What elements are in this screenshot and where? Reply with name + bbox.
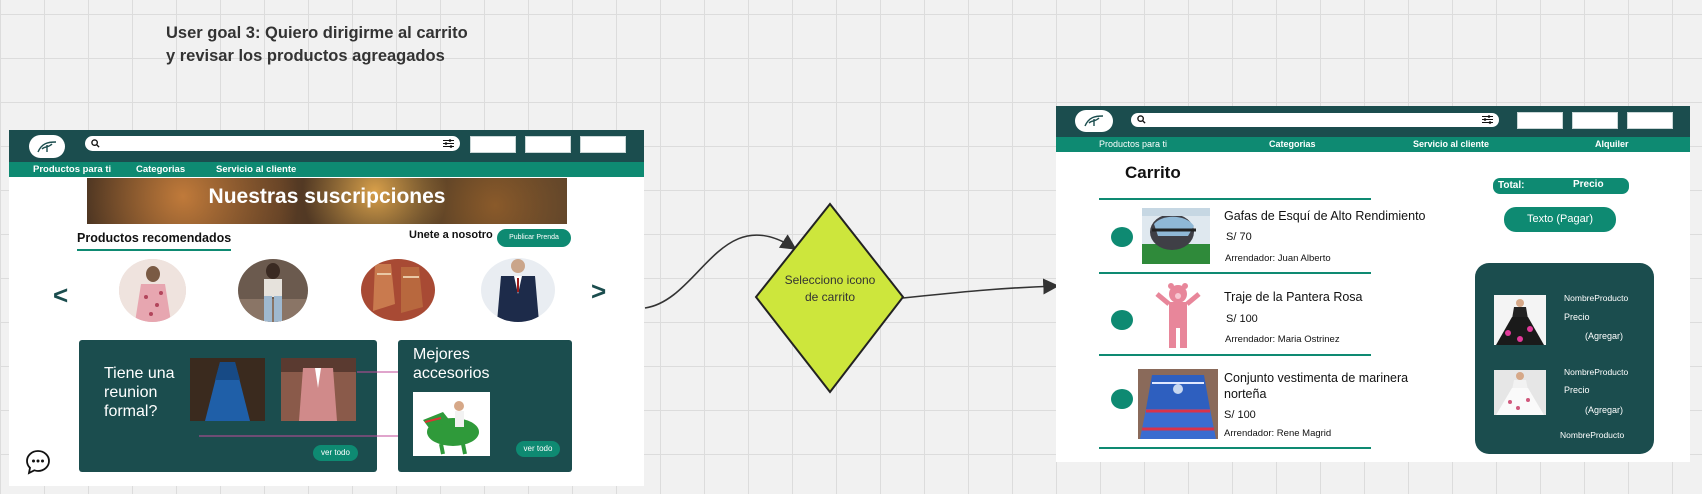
- item-price: S/ 70: [1226, 231, 1252, 243]
- item-select-toggle[interactable]: [1111, 310, 1133, 330]
- brand-logo[interactable]: [1075, 110, 1113, 132]
- item-price: S/ 100: [1224, 409, 1256, 421]
- filter-icon[interactable]: [443, 139, 454, 148]
- item-name: Gafas de Esquí de Alto Rendimiento: [1224, 209, 1426, 223]
- card-connector-lines: [199, 371, 417, 437]
- reco-dress-2-image[interactable]: [1494, 370, 1546, 415]
- item-divider: [1099, 198, 1371, 200]
- user-goal-line-1: User goal 3: Quiero dirigirme al carrito: [166, 24, 468, 42]
- home-screen: Productos para ti Categorias Servicio al…: [9, 130, 644, 486]
- subscriptions-banner[interactable]: Nuestras suscripciones: [87, 178, 567, 224]
- filter-icon[interactable]: [1482, 115, 1493, 124]
- nav-productos[interactable]: Productos para ti: [1099, 139, 1168, 149]
- banner-title: Nuestras suscripciones: [208, 185, 446, 208]
- nav-alquiler[interactable]: Alquiler: [1595, 139, 1629, 149]
- product-image-4[interactable]: [481, 258, 555, 322]
- logo-icon: [1084, 115, 1104, 127]
- cart-header: [1056, 106, 1690, 137]
- formal-card[interactable]: Tiene una reunion formal? ver todo: [79, 340, 377, 472]
- item-seller: Arrendador: Juan Alberto: [1225, 253, 1331, 264]
- reco-price-1: Precio: [1564, 312, 1590, 322]
- total-bar: Total: Precio: [1493, 178, 1629, 194]
- nav-servicio[interactable]: Servicio al cliente: [1413, 139, 1490, 149]
- header-button-1[interactable]: [470, 136, 516, 153]
- nav-servicio[interactable]: Servicio al cliente: [216, 164, 297, 175]
- reco-price-2: Precio: [1564, 385, 1590, 395]
- join-text: Unete a nosotro: [409, 229, 493, 241]
- accessories-card[interactable]: Mejores accesorios ver todo: [398, 340, 572, 472]
- header-button-3[interactable]: [1627, 112, 1673, 129]
- chat-button[interactable]: [22, 446, 54, 478]
- recommended-title: Productos recomendados: [77, 231, 232, 251]
- marinera-outfit-image: [1138, 369, 1218, 439]
- item-price: S/ 100: [1226, 313, 1258, 325]
- brand-logo[interactable]: [29, 135, 65, 158]
- total-label: Total:: [1498, 180, 1525, 191]
- cart-nav: Productos para ti Categorias Servicio al…: [1056, 137, 1690, 152]
- carousel-next-icon[interactable]: >: [591, 276, 607, 306]
- blue-dress-image: [190, 358, 265, 421]
- reco-name-1: NombreProducto: [1564, 293, 1629, 303]
- cart-screen: Productos para ti Categorias Servicio al…: [1056, 106, 1690, 462]
- item-divider: [1099, 447, 1371, 449]
- product-image-2[interactable]: [238, 259, 308, 322]
- user-goal-text: User goal 3: Quiero dirigirme al carrito…: [166, 22, 468, 68]
- dino-costume-image: [413, 392, 490, 456]
- reco-dress-1-image[interactable]: [1494, 295, 1546, 345]
- accessories-card-text: Mejores accesorios: [413, 346, 490, 382]
- item-seller: Arrendador: Maria Ostrinez: [1225, 334, 1340, 345]
- pink-panther-costume-image: [1151, 282, 1206, 350]
- reco-add-1[interactable]: (Agregar): [1585, 331, 1624, 341]
- nav-productos[interactable]: Productos para ti: [33, 164, 112, 175]
- reco-name-2: NombreProducto: [1564, 367, 1629, 377]
- user-goal-line-2: y revisar los productos agreagados: [166, 47, 445, 65]
- item-seller: Arrendador: Rene Magrid: [1224, 428, 1332, 439]
- nav-categorias[interactable]: Categorias: [1269, 139, 1316, 149]
- connector-to-decision: [644, 234, 797, 309]
- recommendations-panel: NombreProducto Precio (Agregar) NombrePr…: [1475, 263, 1654, 454]
- ski-goggles-image: [1142, 208, 1210, 264]
- item-select-toggle[interactable]: [1111, 227, 1133, 247]
- pay-button[interactable]: Texto (Pagar): [1504, 207, 1616, 232]
- pink-suit-image: [281, 358, 356, 421]
- item-select-toggle[interactable]: [1111, 389, 1133, 409]
- reco-name-3: NombreProducto: [1560, 430, 1625, 440]
- home-nav: Productos para ti Categorias Servicio al…: [9, 162, 644, 177]
- header-button-1[interactable]: [1517, 112, 1563, 129]
- carousel-prev-icon[interactable]: <: [53, 280, 69, 310]
- nav-categorias[interactable]: Categorias: [136, 164, 186, 175]
- item-name: Traje de la Pantera Rosa: [1224, 290, 1363, 304]
- connector-to-cart: [902, 278, 1060, 299]
- home-header: [9, 130, 644, 162]
- decision-text: Selecciono icono de carrito: [784, 273, 876, 304]
- header-button-2[interactable]: [525, 136, 571, 153]
- item-name: Conjunto vestimenta de marinera norteña: [1224, 371, 1409, 401]
- cart-title: Carrito: [1125, 163, 1181, 182]
- header-button-2[interactable]: [1572, 112, 1618, 129]
- item-divider: [1099, 354, 1371, 356]
- reco-add-2[interactable]: (Agregar): [1585, 405, 1624, 415]
- search-input[interactable]: [85, 136, 460, 151]
- search-icon: [91, 139, 100, 148]
- chat-bubble-icon: [26, 450, 50, 475]
- publish-button[interactable]: Publicar Prenda: [497, 229, 571, 247]
- accessories-see-all-button[interactable]: ver todo: [516, 441, 560, 457]
- formal-see-all-button[interactable]: ver todo: [313, 445, 358, 461]
- header-button-3[interactable]: [580, 136, 626, 153]
- formal-card-text: Tiene una reunion formal?: [104, 365, 175, 420]
- item-divider: [1099, 272, 1371, 274]
- product-image-1[interactable]: [119, 259, 186, 322]
- logo-icon: [37, 140, 57, 152]
- search-icon: [1137, 115, 1146, 124]
- search-input[interactable]: [1131, 113, 1499, 127]
- product-image-3[interactable]: [361, 259, 435, 321]
- total-value: Precio: [1573, 179, 1604, 190]
- decision-diamond: [754, 202, 905, 394]
